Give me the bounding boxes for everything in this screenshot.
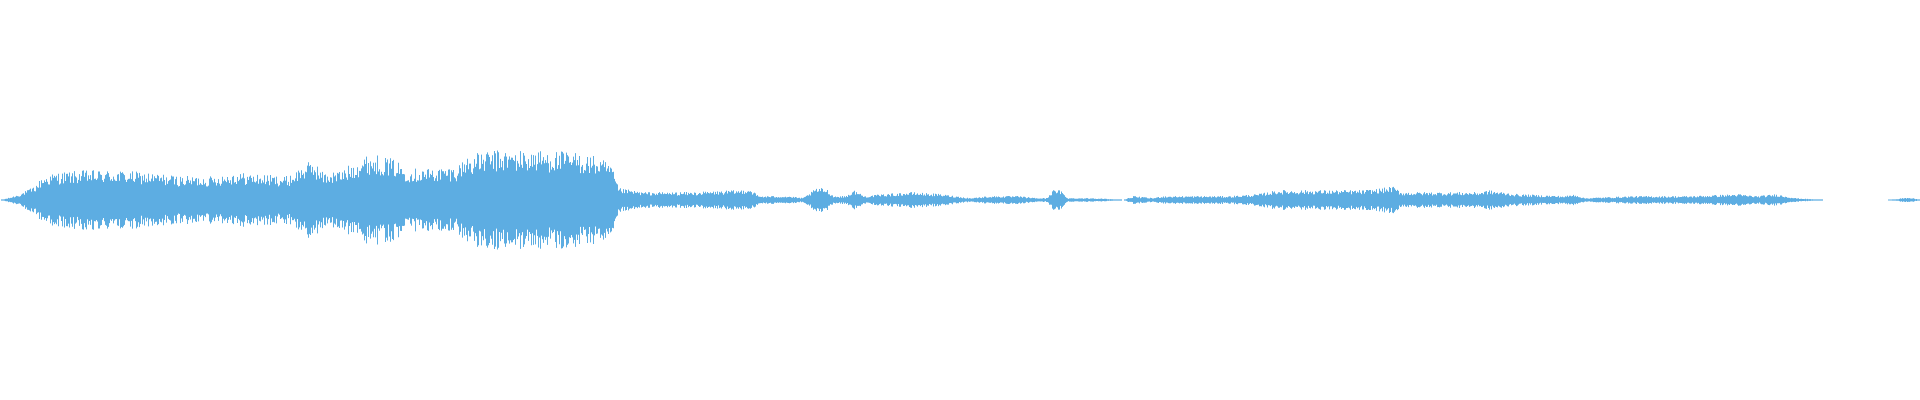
waveform-bars bbox=[1, 150, 1920, 250]
